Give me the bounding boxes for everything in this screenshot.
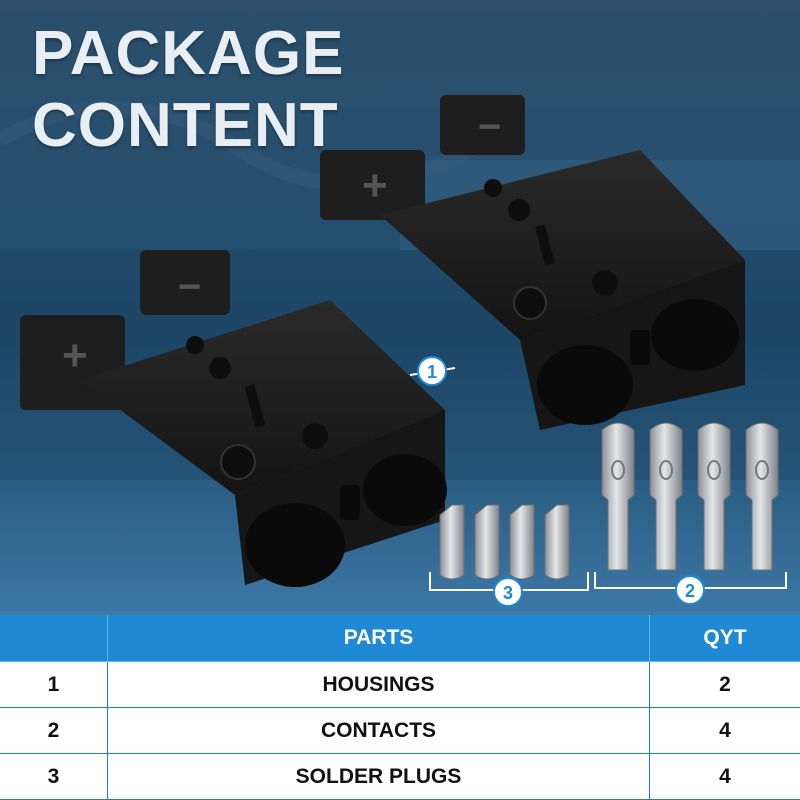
plus-mark: + <box>362 161 388 210</box>
callout-badge-housings <box>417 356 447 386</box>
background-wire <box>0 100 524 191</box>
title-line-1: PACKAGE <box>32 19 345 88</box>
page-title: PACKAGE CONTENT <box>32 18 344 162</box>
minus-mark: − <box>478 105 501 149</box>
callout-number-solder-plugs: 3 <box>503 583 513 603</box>
table-row: 1 HOUSINGS 2 <box>0 662 800 708</box>
row-index: 1 <box>0 662 108 708</box>
table-header-row: PARTS QYT <box>0 615 800 662</box>
table-row: 2 CONTACTS 4 <box>0 708 800 754</box>
callout-badge-contacts <box>675 575 705 605</box>
minus-mark: − <box>178 265 201 309</box>
row-qty: 4 <box>650 708 800 754</box>
contacts <box>601 422 779 571</box>
parts-table: PARTS QYT 1 HOUSINGS 2 2 CONTACTS 4 3 SO… <box>0 615 800 800</box>
row-part: CONTACTS <box>108 708 650 754</box>
row-part: HOUSINGS <box>108 662 650 708</box>
header-parts: PARTS <box>108 615 650 662</box>
solder-plugs <box>439 504 570 580</box>
hero-illustration: + − + − <box>0 95 800 607</box>
callout-badge-solder-plugs <box>493 577 523 607</box>
callout-number-housings: 1 <box>427 362 437 382</box>
row-qty: 2 <box>650 662 800 708</box>
housing-connector-rear: + − <box>320 95 745 430</box>
row-index: 2 <box>0 708 108 754</box>
housing-connector-front: + − <box>20 250 447 587</box>
header-index <box>0 615 108 662</box>
plus-mark: + <box>62 331 88 380</box>
callout-number-contacts: 2 <box>685 581 695 601</box>
hero-photo: + − + − <box>0 0 800 615</box>
table-row: 3 SOLDER PLUGS 4 <box>0 754 800 800</box>
row-part: SOLDER PLUGS <box>108 754 650 800</box>
header-qty: QYT <box>650 615 800 662</box>
title-line-2: CONTENT <box>32 91 339 160</box>
row-index: 3 <box>0 754 108 800</box>
row-qty: 4 <box>650 754 800 800</box>
